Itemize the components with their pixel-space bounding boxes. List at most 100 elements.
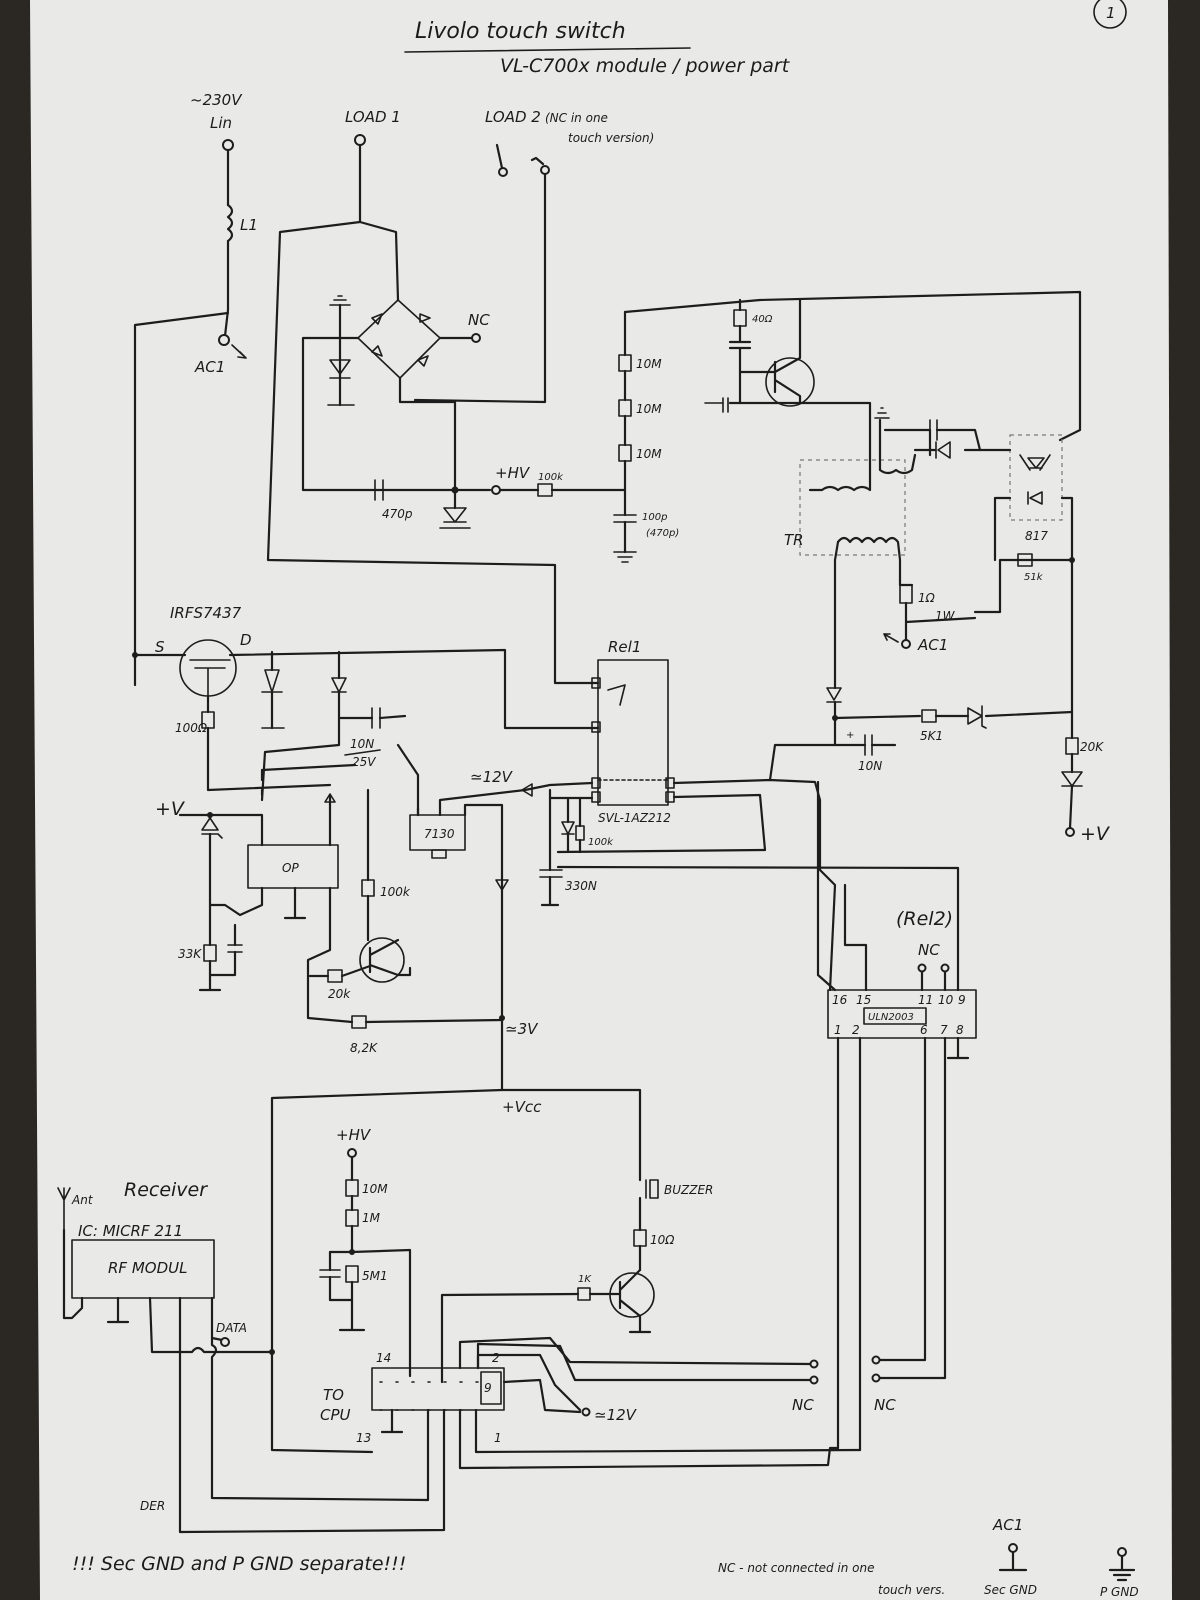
nc-note-a: NC - not connected in one xyxy=(718,1561,875,1575)
r10m-c-label: 10M xyxy=(636,447,662,461)
load-terminals: LOAD 1 LOAD 2 (NC in one touch version) xyxy=(266,108,654,685)
c330n-label: 330N xyxy=(565,879,597,893)
rf-ic-label: IC: MICRF 211 xyxy=(78,1222,183,1240)
load2-terminal-b xyxy=(540,165,550,175)
uln-label: ULN2003 xyxy=(868,1012,914,1023)
rel2-contact-a xyxy=(871,1355,881,1365)
cpu-pin-14: 14 xyxy=(376,1351,391,1365)
cpu-pin-2: 2 xyxy=(492,1351,500,1365)
buzzer-label: BUZZER xyxy=(664,1183,713,1197)
relay1-part-label: SVL-1AZ212 xyxy=(598,811,671,825)
zener-hv xyxy=(439,507,471,529)
rf-module-box xyxy=(71,1239,215,1299)
plus-v-terminal-right xyxy=(1065,827,1075,837)
nc-label-rel2-bottom: NC xyxy=(874,1396,896,1414)
antenna-label: Ant xyxy=(71,1193,94,1207)
to-cpu-label-a: TO xyxy=(323,1386,344,1404)
opto-label: 817 xyxy=(1025,529,1048,543)
mosfet-s-label: S xyxy=(155,638,165,656)
der-label: DER xyxy=(140,1499,165,1513)
c100p-label: 100p xyxy=(642,512,667,523)
r33k-label: 33K xyxy=(178,947,202,961)
right-supply: 5K1 + 10N 20K +V xyxy=(768,678,1111,845)
to-cpu-label-b: CPU xyxy=(320,1406,351,1424)
uln-pin-10: 10 xyxy=(938,993,954,1007)
resistor-51k xyxy=(1017,553,1033,567)
nc-label-rel2: NC xyxy=(918,941,940,959)
footer-notes: !!! Sec GND and P GND separate!!! NC - n… xyxy=(72,1516,1139,1599)
page-number-circle xyxy=(1093,0,1127,29)
legend-ac1: AC1 xyxy=(992,1516,1023,1534)
uln-pin-15: 15 xyxy=(856,993,871,1007)
arrow-down-3v xyxy=(495,879,509,891)
r100k-hv-label: 100k xyxy=(538,472,564,483)
r100ohm-label: 100Ω xyxy=(175,721,208,735)
cpu-section: BUZZER 10Ω 1K +HV 10M 1M 5M1 9 14 13 2 1… xyxy=(178,1088,862,1534)
r51k-label: 51k xyxy=(1024,572,1044,583)
r1ohm-label: 1Ω xyxy=(918,591,936,605)
transformer-outline xyxy=(799,459,906,556)
r8k2-label: 8,2K xyxy=(350,1041,378,1055)
nc-cpu-terminal-b xyxy=(809,1375,819,1385)
load2-note-a: (NC in one xyxy=(545,111,608,125)
title-block: Livolo touch switch VL-C700x module / po… xyxy=(404,0,1127,77)
load2-terminal-a xyxy=(498,167,508,177)
page-number: 1 xyxy=(1106,4,1116,22)
tilde-3v-label: ≃3V xyxy=(505,1020,539,1038)
uln-pin-6: 6 xyxy=(920,1023,928,1037)
nc-terminal-bridge xyxy=(471,333,481,343)
load1-terminal xyxy=(354,134,366,146)
cpu-connector xyxy=(371,1367,505,1411)
regulator-label: 7130 xyxy=(424,827,455,841)
mains-label: ~230V xyxy=(190,91,243,109)
uln-pin-1: 1 xyxy=(834,1023,842,1037)
vcc-label: +Vcc xyxy=(502,1098,542,1116)
ac1-label-mid: AC1 xyxy=(917,636,948,654)
c100p-alt-label: (470p) xyxy=(646,528,679,539)
mosfet-label: IRFS7437 xyxy=(170,604,242,622)
r10m-b-label: 10M xyxy=(636,402,662,416)
mosfet-d-label: D xyxy=(240,631,252,649)
plus-hv-cpu-label: +HV xyxy=(336,1126,372,1144)
nc-note-b: touch vers. xyxy=(878,1583,945,1597)
plus-v-label-right: +V xyxy=(1080,823,1111,845)
tilde-12v-cpu-terminal xyxy=(581,1407,591,1417)
relay2-label: (Rel2) xyxy=(896,908,953,930)
zener-right xyxy=(967,705,987,729)
r10m-a-label: 10M xyxy=(636,357,662,371)
plus-hv-label: +HV xyxy=(495,464,531,482)
antenna-icon xyxy=(57,1187,71,1231)
tilde-12v-label: ≃12V xyxy=(470,768,514,786)
receiver-label: Receiver xyxy=(124,1179,208,1201)
cpu-pin-13: 13 xyxy=(356,1431,371,1445)
ac1-terminal-top xyxy=(218,334,230,346)
r20k-label: 20k xyxy=(328,987,351,1001)
regulator-section: 7130 ≃12V ≃3V +Vcc 100k 330N xyxy=(409,768,614,1116)
title-line2: VL-C700x module / power part xyxy=(500,55,791,77)
r5k1-label: 5K1 xyxy=(920,729,943,743)
r5m1-label: 5M1 xyxy=(362,1269,388,1283)
hv-node: 470p +HV 100k xyxy=(374,464,627,529)
legend-pgnd-terminal xyxy=(1117,1547,1127,1557)
tilde-12v-cpu-label: ≃12V xyxy=(594,1406,638,1424)
gnd-warning: !!! Sec GND and P GND separate!!! xyxy=(72,1553,406,1575)
uln-pin-8: 8 xyxy=(956,1023,964,1037)
rf-module-label: RF MODUL xyxy=(108,1259,187,1277)
c10n-25v-label-a: 10N xyxy=(350,737,374,751)
load1-label: LOAD 1 xyxy=(345,108,401,126)
data-label: DATA xyxy=(216,1321,247,1335)
rel2-nc-a xyxy=(917,963,927,973)
optocoupler-led xyxy=(1027,457,1045,469)
title-line1: Livolo touch switch xyxy=(415,19,626,44)
uln-pin-16: 16 xyxy=(832,993,848,1007)
op-amp-section: +V OP 33K 100k 20k 8,2K xyxy=(155,763,504,1055)
plus-hv-cpu-terminal xyxy=(347,1148,357,1158)
uln-pin-7: 7 xyxy=(940,1023,948,1037)
nc-label-bridge: NC xyxy=(468,311,490,329)
relay-1: Rel1 SVL-1AZ212 xyxy=(556,638,837,992)
nc-label-cpu: NC xyxy=(792,1396,814,1414)
uln-pin-2: 2 xyxy=(852,1023,860,1037)
c470p-label: 470p xyxy=(382,507,413,521)
mains-input: ~230V Lin L1 AC1 xyxy=(133,91,258,687)
r10ohm-label: 10Ω xyxy=(650,1233,675,1247)
